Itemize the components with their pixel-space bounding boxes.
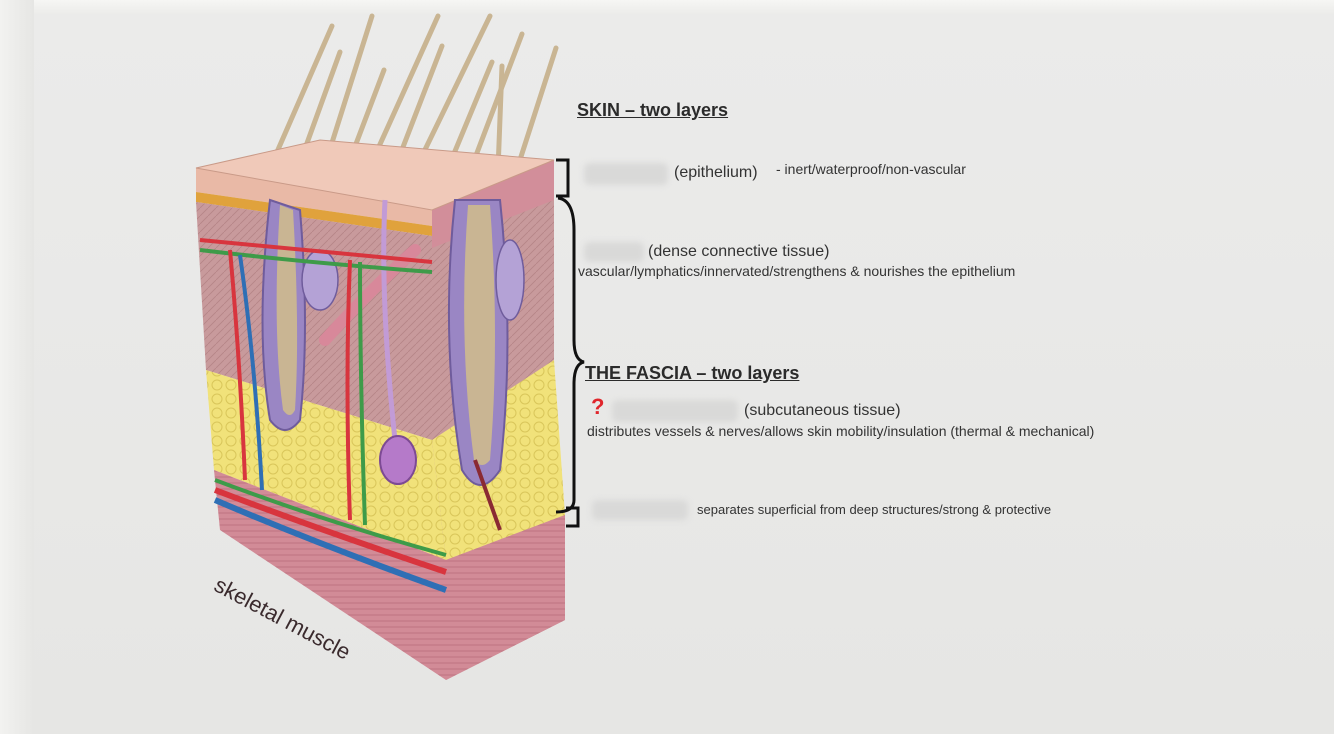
dermis-detail: vascular/lymphatics/innervated/strengthe… <box>578 263 1015 279</box>
superficial-fascia-term-hidden <box>612 400 738 422</box>
superficial-fascia-descriptor: (subcutaneous tissue) <box>744 402 901 420</box>
question-marker: ? <box>591 394 604 420</box>
epidermis-detail: - inert/waterproof/non-vascular <box>776 161 966 177</box>
skin-heading: SKIN – two layers <box>577 100 728 121</box>
superficial-fascia-detail: distributes vessels & nerves/allows skin… <box>587 423 1094 439</box>
dermis-term-hidden <box>584 242 644 262</box>
deep-fascia-term-hidden <box>592 500 688 520</box>
fascia-heading: THE FASCIA – two layers <box>585 363 799 384</box>
dermis-descriptor: (dense connective tissue) <box>648 243 829 261</box>
epidermis-descriptor: (epithelium) <box>674 164 758 182</box>
deep-fascia-detail: separates superficial from deep structur… <box>697 502 1051 517</box>
epidermis-term-hidden <box>584 163 668 185</box>
